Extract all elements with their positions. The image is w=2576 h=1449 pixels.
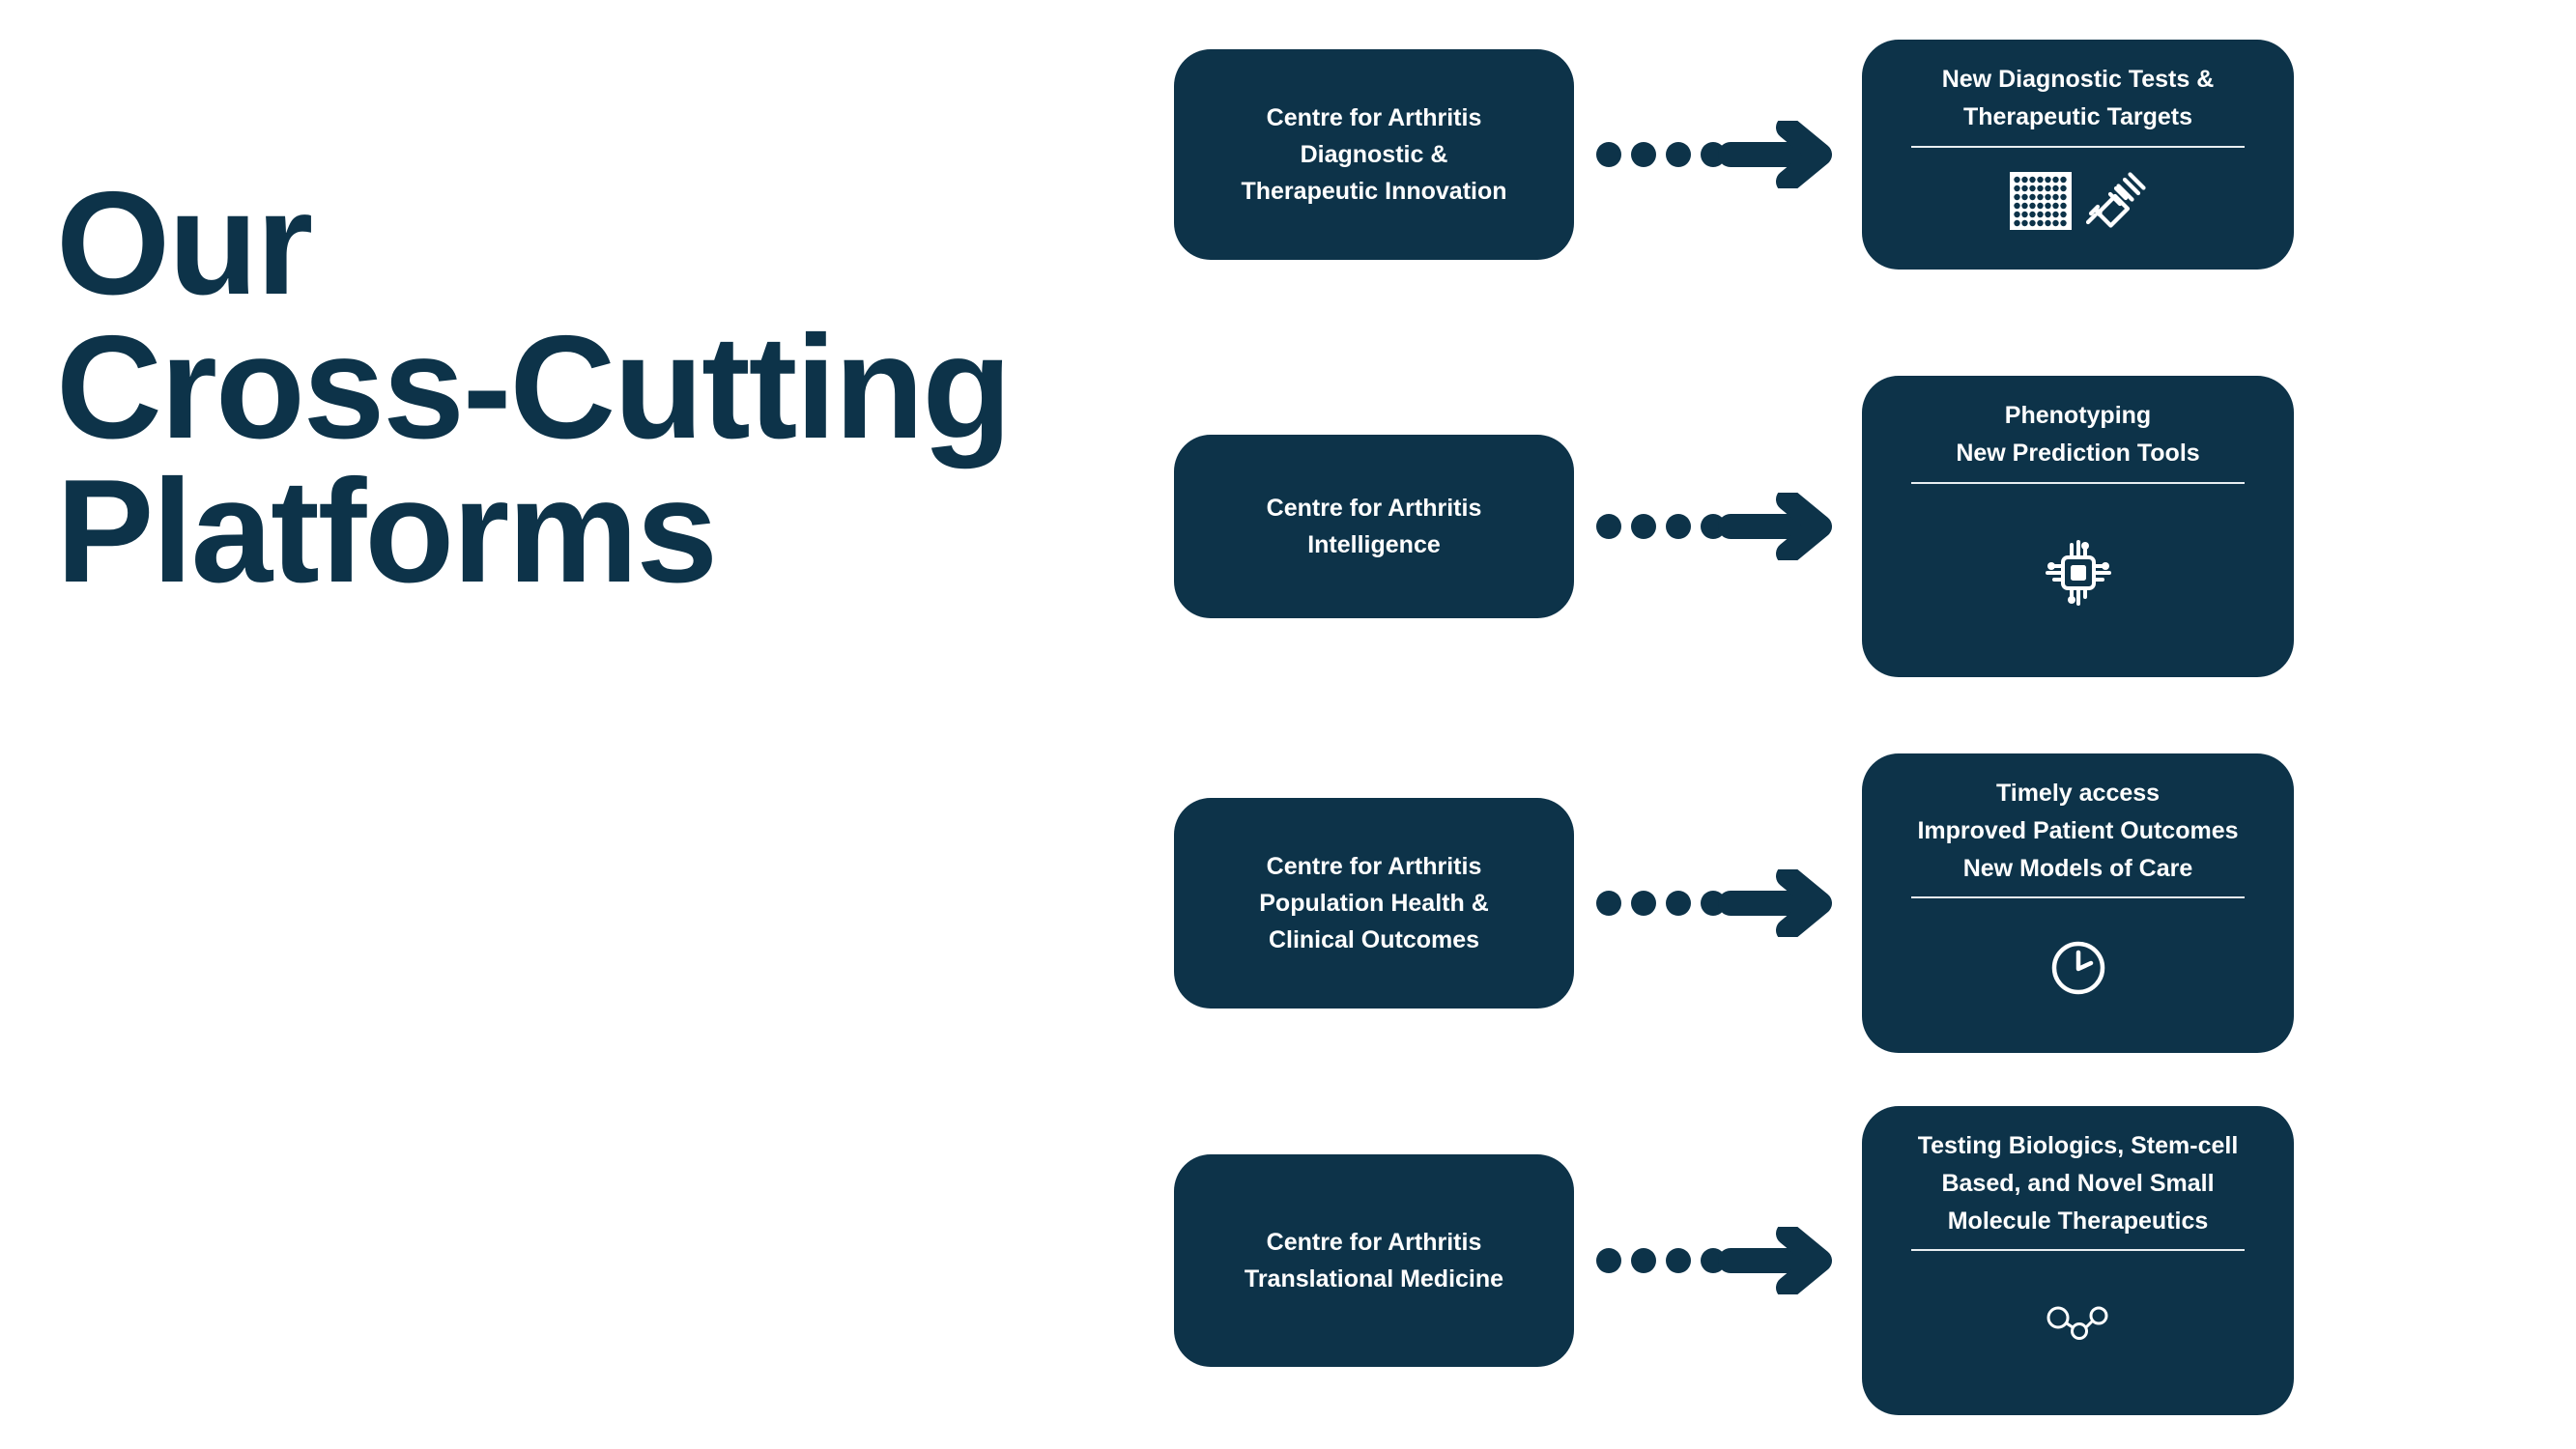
outcome-card-icons <box>1889 898 2267 1037</box>
outcome-card-text: Phenotyping New Prediction Tools <box>1889 397 2267 472</box>
card-divider <box>1911 1249 2245 1252</box>
outcome-card-testing-biologics-therapeutics[interactable]: Testing Biologics, Stem-cell Based, and … <box>1862 1106 2294 1415</box>
flow-row: Centre for Arthritis Population Health &… <box>1150 753 2338 1053</box>
page-title-line-1: Our <box>56 161 313 326</box>
flow-row: Centre for Arthritis Translational Medic… <box>1150 1106 2338 1415</box>
centre-card-translational-medicine[interactable]: Centre for Arthritis Translational Medic… <box>1174 1154 1574 1367</box>
outcome-card-icons <box>1889 484 2267 663</box>
centre-card-arthritis-intelligence[interactable]: Centre for Arthritis Intelligence <box>1174 435 1574 618</box>
syringe-icon <box>2085 172 2146 228</box>
outcome-card-timely-access-models-of-care[interactable]: Timely access Improved Patient Outcomes … <box>1862 753 2294 1053</box>
outcome-card-line: Based, and Novel Small <box>1941 1169 2215 1197</box>
centre-card-line: Population Health & <box>1259 890 1489 917</box>
outcome-card-line: Phenotyping <box>2004 402 2152 429</box>
microplate-icon <box>2009 171 2072 230</box>
dotted-arrow-icon <box>1589 1224 1852 1297</box>
outcome-card-line: New Models of Care <box>1962 854 2193 882</box>
outcome-card-text: New Diagnostic Tests & Therapeutic Targe… <box>1889 61 2267 136</box>
page-title: Our Cross-Cutting Platforms <box>56 161 1148 613</box>
dotted-arrow-icon <box>1589 118 1852 191</box>
centre-card-line: Translational Medicine <box>1244 1265 1504 1293</box>
molecule-icon <box>2046 1306 2107 1341</box>
outcome-card-line: Improved Patient Outcomes <box>1917 816 2239 844</box>
card-divider <box>1911 481 2245 484</box>
dotted-arrow-icon <box>1589 490 1852 563</box>
outcome-card-line: Therapeutic Targets <box>1962 102 2193 130</box>
centre-card-line: Diagnostic & <box>1300 141 1448 168</box>
centre-card-line: Intelligence <box>1307 531 1441 558</box>
outcome-card-line: Timely access <box>1995 780 2161 807</box>
outcome-card-line: New Prediction Tools <box>1956 439 2200 467</box>
outcome-card-text: Testing Biologics, Stem-cell Based, and … <box>1889 1127 2267 1239</box>
page-title-line-3: Platforms <box>56 448 718 613</box>
centre-card-population-health-clinical-outcomes[interactable]: Centre for Arthritis Population Health &… <box>1174 798 1574 1009</box>
clock-icon <box>2051 941 2104 995</box>
centre-card-line: Clinical Outcomes <box>1268 926 1480 953</box>
flow-row: Centre for Arthritis Diagnostic & Therap… <box>1150 39 2338 270</box>
flow-row: Centre for Arthritis Intelligence Phenot… <box>1150 376 2338 677</box>
outcome-card-icons <box>1889 148 2267 255</box>
outcome-card-icons <box>1889 1251 2267 1400</box>
outcome-card-text: Timely access Improved Patient Outcomes … <box>1889 775 2267 887</box>
outcome-card-phenotyping-prediction-tools[interactable]: Phenotyping New Prediction Tools <box>1862 376 2294 677</box>
centre-card-line: Therapeutic Innovation <box>1241 178 1507 205</box>
outcome-card-new-diagnostic-tests[interactable]: New Diagnostic Tests & Therapeutic Targe… <box>1862 40 2294 270</box>
microchip-icon <box>2045 539 2111 606</box>
outcome-card-line: Molecule Therapeutics <box>1947 1207 2209 1235</box>
card-divider <box>1911 896 2245 899</box>
centre-card-diagnostic-therapeutic-innovation[interactable]: Centre for Arthritis Diagnostic & Therap… <box>1174 49 1574 260</box>
centre-card-line: Centre for Arthritis <box>1266 1229 1482 1256</box>
centre-card-line: Centre for Arthritis <box>1266 495 1482 522</box>
card-divider <box>1911 145 2245 148</box>
centre-card-line: Centre for Arthritis <box>1266 853 1482 880</box>
dotted-arrow-icon <box>1589 867 1852 940</box>
page-title-line-2: Cross-Cutting <box>56 304 1012 469</box>
outcome-card-line: New Diagnostic Tests & <box>1941 66 2215 93</box>
centre-card-line: Centre for Arthritis <box>1266 104 1482 131</box>
outcome-card-line: Testing Biologics, Stem-cell <box>1917 1132 2239 1159</box>
